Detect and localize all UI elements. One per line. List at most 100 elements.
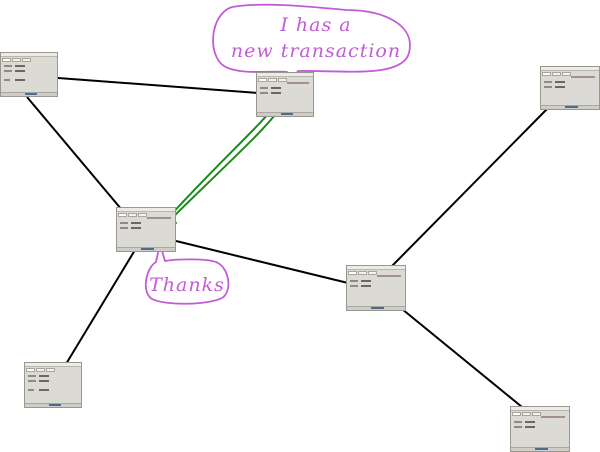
node-menubar (257, 73, 313, 77)
node-field-value (361, 280, 371, 282)
bottom-bubble-text: Thanks (149, 274, 225, 296)
node-field-label (571, 76, 595, 78)
node-field-value (271, 87, 281, 89)
node-field-value (525, 421, 535, 423)
node-menubar (1, 53, 57, 57)
node-tabs (347, 270, 405, 275)
node-tab[interactable] (542, 72, 551, 76)
node-statusbar (117, 247, 175, 251)
edge-n4-n5 (175, 240, 349, 284)
node-tab[interactable] (12, 58, 21, 62)
node-field-label (4, 79, 10, 81)
edge-n4-n6 (65, 249, 136, 365)
node-tab[interactable] (258, 78, 267, 82)
node-tab[interactable] (268, 78, 277, 82)
node-field-value (15, 79, 25, 81)
node-top-right[interactable] (540, 66, 600, 110)
node-bottom-right[interactable] (510, 406, 570, 452)
node-tabs (25, 367, 81, 372)
node-tab[interactable] (552, 72, 561, 76)
node-field-value (271, 92, 281, 94)
node-tabs (257, 77, 313, 82)
edge-n3-n5 (391, 107, 549, 267)
node-bottom-left[interactable] (24, 362, 82, 408)
node-tabs (117, 212, 175, 217)
node-field-label (120, 222, 128, 224)
edge-n5-n7 (401, 308, 523, 408)
node-statusbar (1, 92, 57, 96)
node-tab[interactable] (532, 412, 541, 416)
node-field-label (514, 426, 522, 428)
node-field-label (4, 70, 12, 72)
node-statusbar (25, 403, 81, 407)
node-field-value (15, 65, 25, 67)
node-top-left[interactable] (0, 52, 58, 97)
speech-bubble-bottom (144, 243, 230, 305)
edge-n1-n4 (26, 96, 123, 211)
node-menubar (541, 67, 599, 71)
node-tabs (511, 411, 569, 416)
node-menubar (25, 363, 81, 367)
node-field-label (28, 389, 34, 391)
node-tab[interactable] (2, 58, 11, 62)
node-field-label (260, 92, 268, 94)
node-field-label (350, 280, 358, 282)
node-field-value (39, 375, 49, 377)
node-field-label (541, 416, 565, 418)
node-field-value (361, 285, 371, 287)
node-tab[interactable] (562, 72, 571, 76)
node-statusbar (257, 112, 313, 116)
node-tab[interactable] (278, 78, 287, 82)
node-tab[interactable] (512, 412, 521, 416)
node-tab[interactable] (522, 412, 531, 416)
node-tabs (1, 57, 57, 62)
node-statusbar (511, 447, 569, 451)
node-field-value (131, 227, 141, 229)
node-field-label (377, 275, 401, 277)
top-bubble-line1: I has a (280, 14, 352, 36)
node-field-label (28, 375, 36, 377)
node-field-value (525, 426, 535, 428)
node-tab[interactable] (128, 213, 137, 217)
edge-n1-n2 (57, 77, 259, 94)
top-bubble-line2: new transaction (230, 40, 402, 62)
node-field-label (514, 421, 522, 423)
node-tabs (541, 71, 599, 76)
node-field-label (544, 81, 552, 83)
node-tab[interactable] (46, 368, 55, 372)
node-statusbar (347, 306, 405, 310)
node-field-label (120, 227, 128, 229)
node-field-value (555, 86, 565, 88)
node-field-label (147, 217, 171, 219)
node-center-right[interactable] (346, 265, 406, 311)
node-field-value (15, 70, 25, 72)
node-tab[interactable] (36, 368, 45, 372)
node-field-label (350, 285, 358, 287)
node-top-center[interactable] (256, 72, 314, 117)
node-field-value (555, 81, 565, 83)
node-field-value (39, 380, 49, 382)
node-tab[interactable] (22, 58, 31, 62)
node-field-label (260, 87, 268, 89)
node-field-label (287, 82, 309, 84)
node-field-value (131, 222, 141, 224)
node-tab[interactable] (368, 271, 377, 275)
node-statusbar (541, 105, 599, 109)
node-tab[interactable] (26, 368, 35, 372)
node-tab[interactable] (358, 271, 367, 275)
node-menubar (117, 208, 175, 212)
node-field-label (544, 86, 552, 88)
node-field-label (28, 380, 36, 382)
node-tab[interactable] (348, 271, 357, 275)
transaction-arrow (157, 98, 285, 230)
node-field-value (39, 389, 49, 391)
node-tab[interactable] (118, 213, 127, 217)
node-menubar (511, 407, 569, 411)
node-menubar (347, 266, 405, 270)
node-center-left[interactable] (116, 207, 176, 252)
node-field-label (4, 65, 12, 67)
speech-bubble-top (212, 3, 411, 81)
node-tab[interactable] (138, 213, 147, 217)
